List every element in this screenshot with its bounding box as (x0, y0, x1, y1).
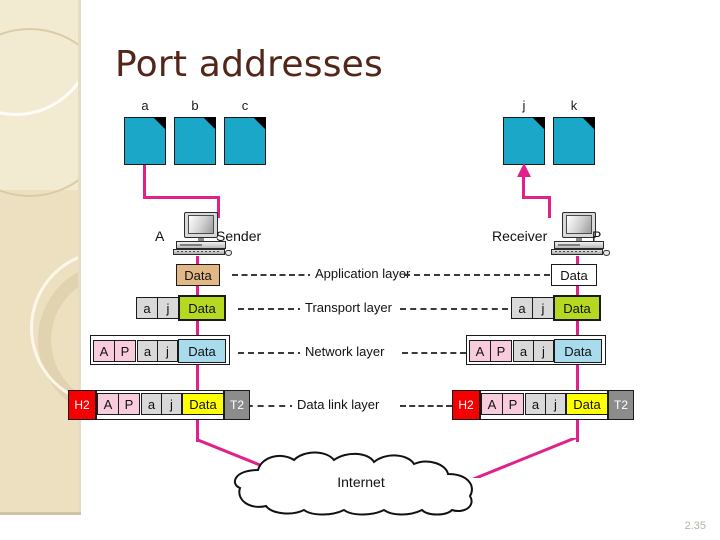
document-icon-b (174, 117, 216, 165)
page-fold-icon (532, 117, 545, 130)
receiver-address-label: P (592, 228, 602, 244)
field-data: Data (551, 264, 597, 286)
arrowhead-up-icon (517, 163, 531, 177)
field-destination-ip: P (118, 393, 140, 415)
document-label-b: b (191, 98, 199, 113)
field-source-port: a (525, 393, 546, 415)
field-destination-port: j (533, 340, 554, 362)
field-destination-port: j (157, 297, 179, 319)
monitor-screen (188, 215, 214, 234)
field-source-port: a (137, 340, 158, 362)
field-destination-ip: P (490, 340, 512, 362)
receiver-computer-icon (548, 212, 610, 256)
sender-computer-icon (170, 212, 232, 256)
link-line-doc-j (522, 196, 551, 199)
document-label-a: a (141, 98, 149, 113)
field-destination-port: j (161, 393, 182, 415)
layer-dash-line (402, 352, 466, 354)
monitor-stand (576, 238, 582, 241)
field-data: Data (553, 295, 601, 321)
document-label-k: k (570, 98, 578, 113)
field-data: Data (566, 393, 608, 415)
field-source-ip: A (469, 340, 491, 362)
sender-role-label: Sender (216, 228, 262, 244)
sidebar-shadow (0, 512, 81, 515)
field-data: Data (178, 339, 226, 363)
layer-label-network: Network layer (300, 344, 390, 359)
field-data: Data (176, 264, 220, 286)
document-label-c: c (241, 98, 249, 113)
layer-dash-line (232, 274, 314, 276)
decorative-sidebar (0, 0, 78, 512)
page-title: Port addresses (115, 44, 383, 85)
page-fold-icon (253, 117, 266, 130)
field-source-port: a (511, 297, 533, 319)
page-fold-icon (203, 117, 216, 130)
keyboard-icon (173, 249, 225, 255)
layer-label-application: Application layer (310, 266, 416, 281)
monitor-stand (198, 238, 204, 241)
field-data: Data (178, 295, 226, 321)
cloud-to-receiver-line (576, 414, 579, 442)
field-h2-header: H2 (452, 390, 480, 420)
layer-dash-line (238, 352, 304, 354)
drive-slot (180, 244, 202, 246)
field-t2-trailer: T2 (608, 390, 634, 420)
field-data: Data (554, 339, 602, 363)
keyboard-icon (551, 249, 603, 255)
link-line-doc-j (522, 176, 525, 198)
link-line-doc-a (143, 165, 146, 199)
document-icon-k (553, 117, 595, 165)
field-source-ip: A (481, 393, 503, 415)
monitor-screen (566, 215, 592, 234)
mouse-icon (603, 250, 610, 256)
field-destination-port: j (545, 393, 566, 415)
sender-address-label: A (155, 228, 165, 244)
page-fold-icon (582, 117, 595, 130)
field-t2-trailer: T2 (224, 390, 250, 420)
field-data: Data (182, 393, 224, 415)
document-label-j: j (522, 98, 526, 113)
field-destination-ip: P (502, 393, 524, 415)
sidebar-arc-icon (0, 28, 78, 197)
internet-cloud-label: Internet (337, 474, 385, 490)
page-fold-icon (153, 117, 166, 130)
field-source-port: a (141, 393, 162, 415)
layer-label-datalink: Data link layer (292, 397, 385, 412)
link-line-doc-a (143, 196, 220, 199)
layer-dash-line (236, 405, 296, 407)
drive-slot (558, 244, 580, 246)
document-icon-c (224, 117, 266, 165)
field-source-ip: A (97, 393, 119, 415)
sidebar-edge (78, 0, 81, 512)
internet-cloud-icon (233, 451, 473, 516)
keyboard-keys (177, 251, 219, 252)
field-h2-header: H2 (68, 390, 96, 420)
sidebar-arc-icon (30, 250, 78, 406)
layer-dash-line (404, 274, 550, 276)
link-line-doc-a (217, 196, 220, 218)
page-number: 2.35 (684, 520, 706, 532)
mouse-icon (225, 250, 232, 256)
keyboard-keys (555, 251, 597, 252)
field-destination-ip: P (114, 340, 136, 362)
field-source-port: a (136, 297, 158, 319)
field-destination-port: j (157, 340, 178, 362)
layer-dash-line (400, 308, 508, 310)
link-line-doc-j (548, 196, 551, 218)
sender-to-cloud-line (196, 414, 199, 442)
field-destination-port: j (532, 297, 554, 319)
field-source-ip: A (93, 340, 115, 362)
layer-label-transport: Transport layer (300, 300, 397, 315)
document-icon-a (124, 117, 166, 165)
document-icon-j (503, 117, 545, 165)
layer-dash-line (400, 405, 452, 407)
receiver-role-label: Receiver (492, 228, 548, 244)
layer-dash-line (238, 308, 304, 310)
field-source-port: a (513, 340, 534, 362)
